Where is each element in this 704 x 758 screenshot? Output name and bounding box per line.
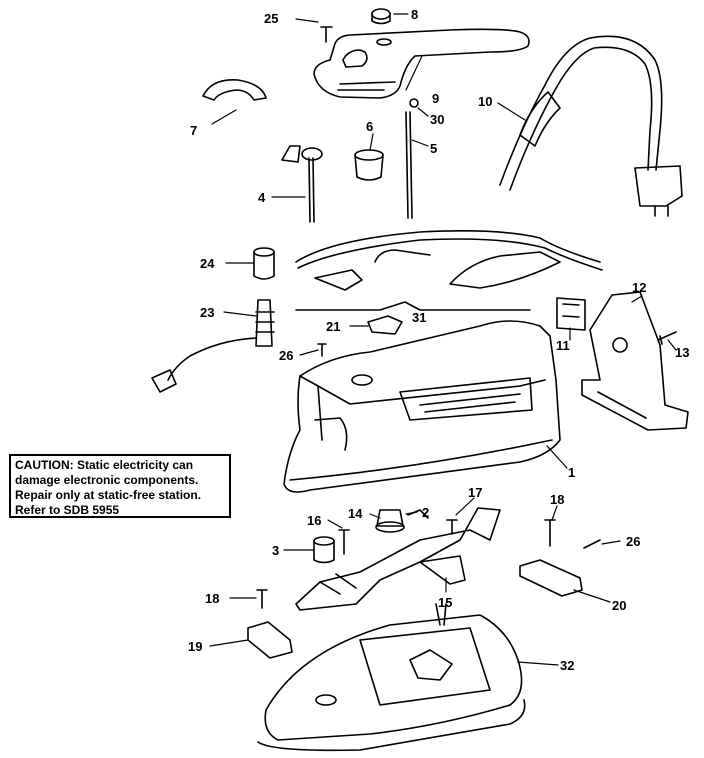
part-5-rod [405,111,413,219]
callout-31: 31 [412,310,426,325]
part-30-ring [409,98,419,108]
caution-line-3: Repair only at static-free station. [15,488,202,502]
part-16-screw [338,529,350,555]
part-9-handle [313,28,530,99]
part-12-cord-bracket [581,291,689,431]
part-11-connector [556,297,586,331]
part-6-bushing [354,149,384,181]
part-26-screw [583,539,601,549]
callout-13: 13 [675,345,689,360]
caution-notice: CAUTION: Static electricity can damage e… [9,454,231,518]
callout-8: 8 [411,7,418,22]
part-21-clip [367,315,403,335]
part-25-screw [320,26,333,43]
callout-18-right: 18 [550,492,564,507]
part-17-screw [446,519,458,535]
part-14-knob [375,509,405,533]
callout-24: 24 [200,256,215,271]
part-8-knob [371,8,391,25]
callout-4: 4 [258,190,266,205]
callout-19: 19 [188,639,202,654]
callout-11: 11 [556,338,570,353]
callout-10: 10 [478,94,492,109]
part-24-cap [253,247,275,280]
part-18-screw-lower [256,589,268,609]
callout-32: 32 [560,658,574,673]
callout-23: 23 [200,305,214,320]
callout-16: 16 [307,513,321,528]
callout-20: 20 [612,598,626,613]
part-13-screw [657,331,677,345]
part-31-wiring-harness [295,230,603,311]
callout-17: 17 [468,485,482,500]
callout-5: 5 [430,141,437,156]
part-32-soleplate [257,603,526,752]
callout-18-left: 18 [205,591,219,606]
callout-12: 12 [632,280,646,295]
part-19-bracket [247,621,293,659]
callout-25: 25 [264,11,278,26]
callout-3: 3 [272,543,279,558]
part-10-power-cord [499,35,683,217]
part-7-clip [202,79,267,101]
part-4-thermostat-shaft [281,145,323,223]
callout-26-right: 26 [626,534,640,549]
part-23-sensor [151,299,275,393]
part-3-cap [313,536,335,564]
callout-26-upper: 26 [279,348,293,363]
callout-14: 14 [348,506,363,521]
callout-2: 2 [422,505,429,520]
callout-30: 30 [430,112,444,127]
callout-21: 21 [326,319,340,334]
callout-6: 6 [366,119,373,134]
callout-15: 15 [438,595,452,610]
part-20-plate [519,559,583,597]
callout-9: 9 [432,91,439,106]
part-15-thermostat [295,507,501,611]
caution-line-1: CAUTION: Static electricity can [15,458,194,472]
leader-lines [209,13,677,666]
part-26-screw-upper [317,343,327,357]
caution-line-2: damage electronic components. [15,473,199,487]
callout-7: 7 [190,123,197,138]
callout-labels: 25 8 9 7 30 6 5 10 4 24 23 21 31 26 11 1… [188,7,689,673]
callout-1: 1 [568,465,575,480]
part-1-iron-housing [283,320,561,493]
caution-line-4: Refer to SDB 5955 [15,503,120,517]
part-18-screw [544,519,556,547]
